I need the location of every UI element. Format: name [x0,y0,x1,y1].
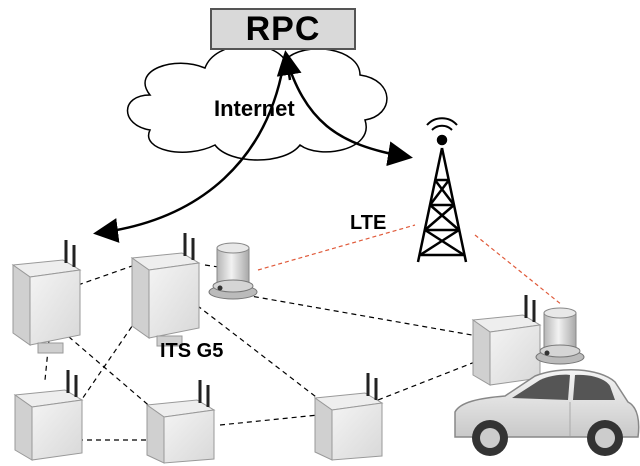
antenna-unit-icon [130,233,201,347]
link-rpc-to-unit [93,54,287,243]
lte-link-rsu-left [257,224,416,271]
antenna-unit-icon [145,380,216,464]
lte-links [257,224,563,306]
rpc-server-box: RPC [210,8,356,50]
rpc-label: RPC [245,9,321,48]
its-link [189,299,321,401]
roadside-unit-icon [535,307,585,365]
its-g5-links [44,264,481,441]
its-link [204,264,226,269]
its-link [219,414,319,426]
its-link [77,299,151,406]
antenna-unit-icon [11,240,82,354]
antenna-unit-icon [313,373,384,461]
car-icon [454,369,640,456]
antenna-unit-icon [471,295,542,386]
its-link [377,359,481,401]
cloud-icon [126,44,388,161]
its-link [244,294,473,336]
internet-label: Internet [214,96,295,121]
cell-tower-icon [416,117,468,263]
internet-links [93,50,413,243]
link-arrow-to-rpc [276,50,302,81]
its-link [77,264,136,286]
lte-link-rsu-right [474,234,563,306]
antenna-unit-icon [13,370,84,461]
lte-label: LTE [350,212,387,234]
roadside-unit-icon [208,242,258,300]
its-g5-label: ITS G5 [160,340,224,362]
